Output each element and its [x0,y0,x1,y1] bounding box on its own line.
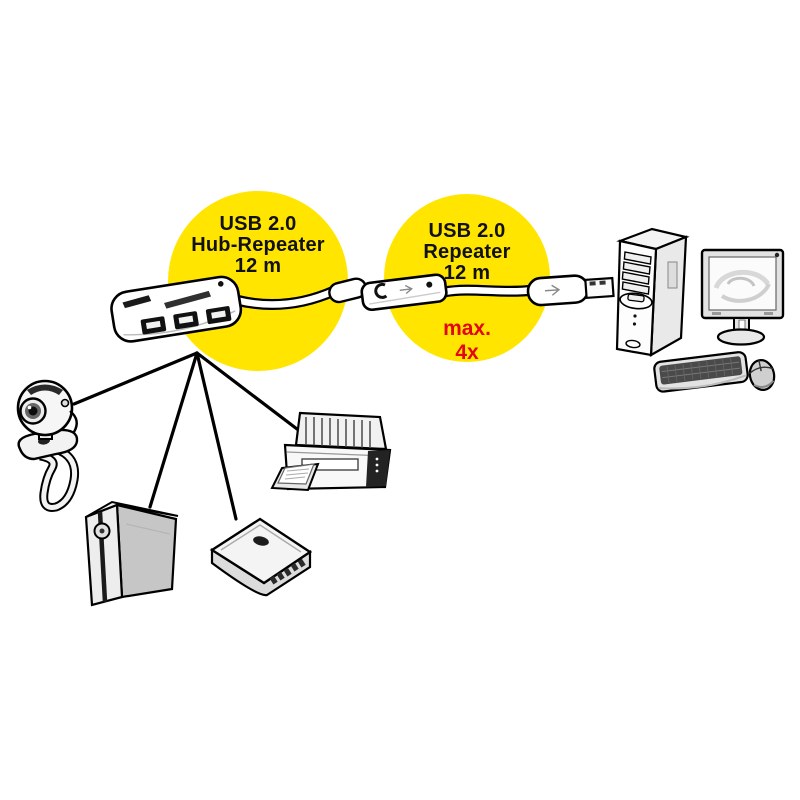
cable-to-printer [195,351,299,431]
external-hard-drive [84,500,179,607]
tower-power-button [627,293,645,303]
flatbed-scanner [209,517,313,597]
tower-side-vent [667,261,678,289]
cable-to-hard-drive [148,351,199,509]
hub-bubble-label: USB 2.0 Hub-Repeater 12 m [168,214,348,277]
scanner-lid-button [253,536,269,546]
max-4x-note: max. 4x [384,317,550,365]
tower-drive-bays [621,251,652,295]
repeater-bubble-line2: Repeater [423,241,511,263]
keyboard-keyfield [659,356,743,385]
lcd-monitor [700,248,785,346]
usb-trident-mark [399,284,413,295]
usb-port [205,306,232,325]
usb-hub-device [110,275,243,343]
monitor-base [716,328,766,346]
repeater-bubble-line1: USB 2.0 [428,220,506,242]
max-note-line2: 4x [455,341,479,364]
repeater-led [426,281,433,288]
cable-to-scanner [195,351,238,521]
usb-port [173,311,199,330]
tower-bezel-oval [619,292,653,310]
usb-trident-mark [544,284,561,296]
repeater-bubble-label: USB 2.0 Repeater 12 m [384,221,550,284]
repeater-c-mark [374,282,388,299]
webcam-wire [69,410,78,433]
keyboard [653,351,749,393]
hdd-side-face [115,503,178,599]
max-note-line1: max. [443,317,491,340]
repeater-bubble-line3: 12 m [443,262,491,284]
hub-logo-mark [122,295,152,309]
inkjet-printer [270,411,392,492]
webcam [16,379,80,512]
printer-front-slot [301,458,359,471]
webcam-top-band [27,384,63,395]
hub-bubble-line3: 12 m [234,255,282,277]
usb-extension-cable [230,284,540,311]
hub-print-mark [164,290,212,309]
printer-control-panel [366,450,390,487]
usb-repeater-inline-unit [360,273,448,312]
scanner-button-row [269,558,306,585]
cable-to-webcam [72,351,199,406]
hub-bubble-line2: Hub-Repeater [191,234,325,256]
webcam-base-pad [17,428,79,461]
mouse [748,359,776,391]
printer-rear-tray [294,411,388,451]
desktop-tower [615,227,690,357]
usb-a-connector [526,274,615,307]
hub-to-device-cables [72,351,299,521]
usb-port [140,316,167,335]
scanner-lid [209,517,313,585]
monitor-power-led [774,252,780,258]
hub-bubble-line1: USB 2.0 [219,213,297,235]
webcam-button [60,398,70,408]
hub-led [217,281,224,287]
